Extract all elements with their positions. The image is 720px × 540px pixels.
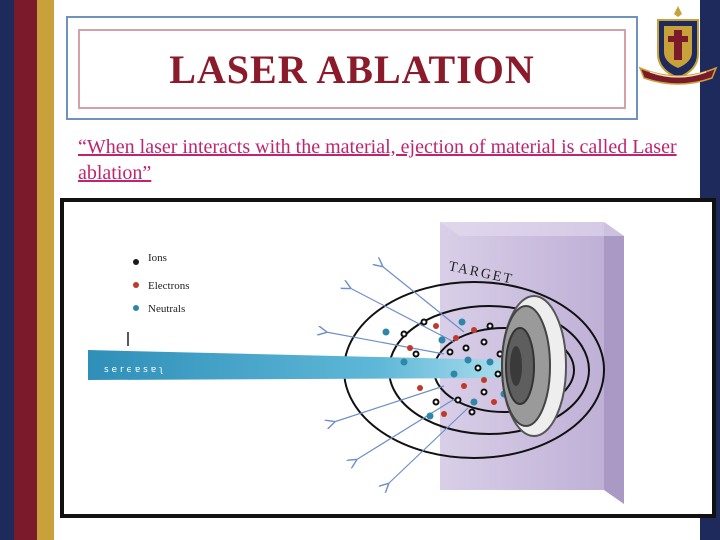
legend-ions-dot: [133, 259, 139, 265]
left-gold-stripe: [37, 0, 54, 540]
legend-electrons-dot: [133, 282, 139, 288]
legend-neutrals-label: Neutrals: [148, 303, 185, 315]
laser-beam-label: s e r ϵ ɐ s ɐ ʅ: [104, 365, 163, 375]
legend-electrons-label: Electrons: [148, 280, 190, 292]
laser-ablation-diagram: Ions Electrons Neutrals TARGET: [60, 198, 716, 518]
legend-neutrals-dot: [133, 305, 139, 311]
university-crest-icon: [636, 2, 720, 92]
ablation-crater: [502, 296, 566, 436]
title-box: LASER ABLATION: [78, 29, 626, 109]
left-navy-stripe: [0, 0, 14, 540]
legend-ions-label: Ions: [148, 252, 167, 264]
definition-text: “When laser interacts with the material,…: [78, 134, 678, 186]
left-maroon-stripe: [14, 0, 37, 540]
slide-title: LASER ABLATION: [169, 46, 535, 93]
